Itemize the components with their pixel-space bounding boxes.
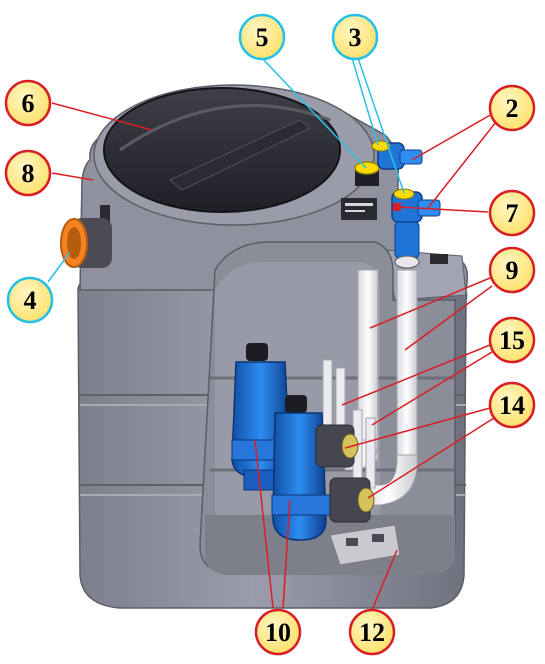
callout-4: 4	[6, 276, 54, 324]
pump-right	[271, 395, 333, 541]
callout-15-number: 15	[499, 326, 525, 355]
callout-3-number: 3	[349, 23, 362, 52]
callout-2: 2	[488, 84, 536, 132]
leader-14b	[367, 417, 495, 499]
leader-lines	[47, 57, 497, 611]
leader-12	[371, 549, 398, 611]
leader-4	[47, 251, 71, 283]
callout-10-number: 10	[265, 618, 291, 647]
leader-15a	[341, 344, 491, 406]
callout-5: 5	[238, 13, 286, 61]
non-return-valve-marker	[393, 203, 401, 211]
callout-8-number: 8	[22, 159, 35, 188]
vent-connection	[354, 161, 380, 186]
leader-9a	[369, 277, 491, 329]
callout-14: 14	[488, 381, 536, 429]
callout-12: 12	[348, 608, 396, 656]
leader-10b	[282, 499, 291, 609]
callout-6: 6	[4, 79, 52, 127]
leader-14a	[344, 407, 491, 449]
callout-15: 15	[488, 316, 536, 364]
inlet-connection	[60, 218, 112, 268]
leader-6	[51, 102, 153, 131]
callout-6-number: 6	[22, 89, 35, 118]
callout-8: 8	[4, 149, 52, 197]
discharge-valve-upper	[371, 140, 423, 170]
side-vent	[100, 205, 110, 229]
leader-7	[397, 206, 489, 213]
nameplate-text-line	[345, 210, 365, 212]
leader-15b	[371, 351, 493, 426]
leader-9b	[404, 285, 493, 351]
callout-9-number: 9	[506, 256, 519, 285]
callout-5-number: 5	[256, 23, 269, 52]
leader-5	[261, 57, 367, 169]
nameplate	[341, 198, 377, 220]
discharge-pipes	[344, 269, 418, 506]
callout-7-number: 7	[506, 199, 519, 228]
callout-9: 9	[488, 246, 536, 294]
callout-2-number: 2	[506, 94, 519, 123]
leader-8	[51, 172, 94, 181]
pump-base-plate	[329, 524, 401, 566]
callout-7: 7	[488, 189, 536, 237]
leader-3b	[357, 57, 405, 194]
callout-4-number: 4	[24, 286, 37, 315]
leader-10a	[254, 439, 274, 609]
lid	[103, 87, 341, 213]
callout-14-number: 14	[499, 391, 525, 420]
leader-2a	[411, 113, 493, 161]
side-nameplate	[430, 254, 448, 264]
leader-2b	[427, 121, 497, 209]
callout-3: 3	[331, 13, 379, 61]
nameplate-text-line	[345, 203, 373, 206]
leader-3a	[351, 57, 379, 146]
callout-12-number: 12	[359, 618, 385, 647]
callout-10: 10	[254, 608, 302, 656]
